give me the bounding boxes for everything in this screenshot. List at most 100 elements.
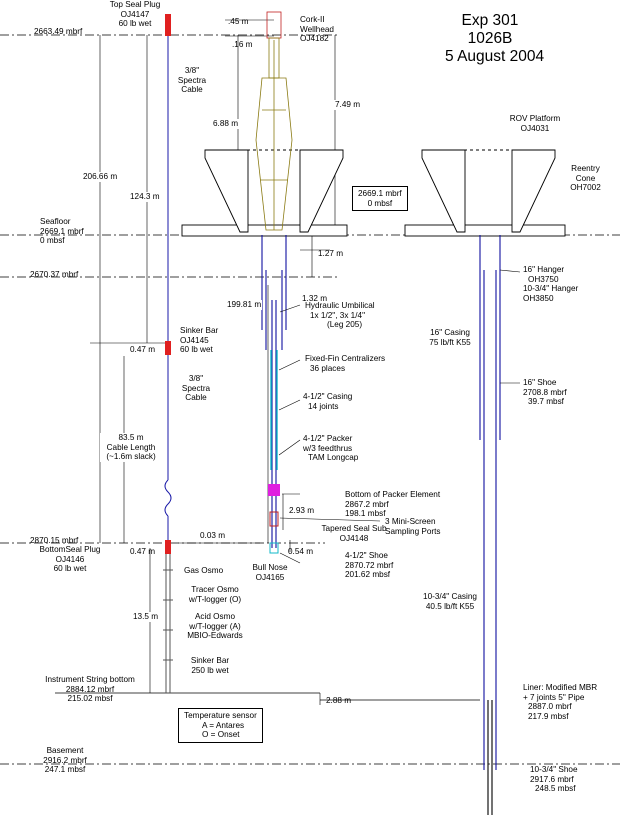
casing1034-spec: 40.5 lb/ft K55 bbox=[425, 601, 475, 611]
dim-016: .16 m bbox=[232, 40, 253, 49]
sinker-bar-weight: 60 lb wet bbox=[180, 345, 213, 355]
dim-047b: 0.47 m bbox=[130, 547, 156, 556]
sinker-bar-id: OJ4145 bbox=[180, 335, 209, 345]
temp-sensor-title: Temperature sensor bbox=[184, 711, 257, 720]
dim-045: .45 m bbox=[228, 17, 249, 26]
liner-label: Liner: Modified MBR + 7 joints 5" Pipe 2… bbox=[523, 683, 597, 721]
bottom-seal-title: BottomSeal Plug bbox=[39, 545, 101, 554]
screen-section bbox=[270, 350, 278, 470]
sinker-bar-label: Sinker Bar OJ4145 60 lb wet bbox=[180, 326, 218, 355]
sinker-250-label: Sinker Bar 250 lb wet bbox=[180, 656, 240, 675]
casing16-spec: 75 lb/ft K55 bbox=[429, 337, 471, 347]
dim-127: 1.27 m bbox=[318, 249, 344, 258]
dim-206: 206.66 m bbox=[82, 172, 119, 182]
hanger-label: 16" Hanger OH3750 10-3/4" Hanger OH3850 bbox=[523, 265, 578, 303]
basement-mbrf: 2916.2 mbrf bbox=[43, 755, 87, 765]
umbilical-label: Hydraulic Umbilical 1x 1/2", 3x 1/4" (Le… bbox=[305, 301, 375, 330]
cable-mid-label: 3/8" Spectra Cable bbox=[176, 374, 216, 403]
seal-sub bbox=[269, 511, 279, 527]
dim-19981: 199.81 m bbox=[226, 300, 263, 310]
hanger16-title: 16" Hanger bbox=[523, 265, 565, 274]
rov-title: ROV Platform bbox=[509, 114, 561, 123]
dim-003: 0.03 m bbox=[200, 531, 226, 540]
liner-title: Liner: Modified MBR bbox=[523, 683, 598, 692]
sinker-250-title: Sinker Bar bbox=[190, 656, 230, 665]
dim-293: 2.93 m bbox=[288, 506, 316, 516]
seafloor-mbrf: 2669.1 mbrf bbox=[40, 226, 84, 236]
plug-level-label: 2870.15 mbrf bbox=[30, 536, 79, 545]
dim-749: 7.49 m bbox=[334, 100, 362, 110]
instrument-bottom-mbsf: 215.02 mbsf bbox=[67, 694, 113, 704]
reentry-cone-label: Reentry Cone OH7002 bbox=[563, 164, 608, 193]
bullnose-label: Bull Nose OJ4165 bbox=[245, 563, 295, 582]
bullnose-title: Bull Nose bbox=[252, 563, 288, 572]
sinker-250-weight: 250 lb wet bbox=[191, 665, 229, 675]
cable-slack bbox=[164, 479, 172, 517]
packer-feedthru: w/3 feedthrus bbox=[303, 443, 353, 453]
instrument-bottom-mbrf: 2884.12 mbrf bbox=[65, 684, 115, 694]
shoe412-label: 4-1/2" Shoe 2870.72 mbrf 201.62 mbsf bbox=[345, 551, 393, 580]
gas-osmo-label: Gas Osmo bbox=[184, 566, 224, 575]
cable-mid-type: Spectra bbox=[181, 383, 211, 393]
hanger1034-title: 10-3/4" Hanger bbox=[523, 284, 579, 294]
shoe1034-label: 10-3/4" Shoe 2917.6 mbrf 248.5 mbsf bbox=[530, 765, 578, 794]
dim-288: 2.88 m bbox=[326, 696, 352, 705]
centralizers-count: 36 places bbox=[310, 363, 346, 373]
casing-right bbox=[479, 235, 501, 815]
casing16-label: 16" Casing 75 lb/ft K55 bbox=[420, 328, 480, 347]
acid-osmo-logger: w/T-logger (A) bbox=[189, 621, 241, 631]
dim-135: 13.5 m bbox=[132, 612, 160, 622]
dim-835-slack: (~1.6m slack) bbox=[106, 452, 156, 462]
sealsub-id: OJ4148 bbox=[339, 533, 369, 543]
shoe1034-mbrf: 2917.6 mbrf bbox=[530, 774, 574, 784]
temp-sensor-antares: A = Antares bbox=[202, 720, 245, 730]
shoe16-mbsf: 39.7 mbsf bbox=[528, 397, 564, 407]
instrument-bottom-title: Instrument String bottom bbox=[45, 675, 135, 684]
packer-element bbox=[268, 484, 280, 496]
dim-835: 83.5 m Cable Length (~1.6m slack) bbox=[100, 433, 162, 462]
top-seal-title: Top Seal Plug bbox=[109, 0, 161, 9]
bottom-seal-plug-mark bbox=[165, 540, 171, 554]
rov-id: OJ4031 bbox=[520, 123, 550, 133]
bull-nose bbox=[269, 542, 279, 554]
acid-osmo-owner: MBIO-Edwards bbox=[187, 631, 243, 641]
date: 5 August 2004 bbox=[445, 48, 545, 65]
miniscreen-ports: Sampling Ports bbox=[385, 526, 441, 536]
seafloor-mbsf: 0 mbsf bbox=[40, 236, 65, 246]
centralizers-title: Fixed-Fin Centralizers bbox=[305, 354, 386, 363]
packer-title: 4-1/2" Packer bbox=[303, 434, 353, 443]
shoe16-label: 16" Shoe 2708.8 mbrf 39.7 mbsf bbox=[523, 378, 567, 407]
basement-label: Basement 2916.2 mbrf 247.1 mbsf bbox=[30, 746, 100, 775]
casing412-title: 4-1/2" Casing bbox=[303, 392, 353, 401]
top-seal-plug-mark bbox=[165, 14, 171, 36]
sinker-bar-mark bbox=[165, 341, 171, 355]
shoe412-mbsf: 201.62 mbsf bbox=[345, 570, 391, 580]
cable-top-name: Cable bbox=[181, 85, 203, 95]
tracer-osmo-title: Tracer Osmo bbox=[191, 585, 239, 594]
shoe16-title: 16" Shoe bbox=[523, 378, 557, 387]
shoe1034-mbsf: 248.5 mbsf bbox=[535, 784, 576, 794]
hanger1034-id: OH3850 bbox=[523, 293, 554, 303]
liner-mbsf: 217.9 mbsf bbox=[528, 711, 569, 721]
bottom-seal-plug-label: BottomSeal Plug OJ4146 60 lb wet bbox=[30, 545, 110, 574]
tracer-osmo-logger: w/T-logger (O) bbox=[188, 594, 242, 604]
bottom-seal-weight: 60 lb wet bbox=[53, 564, 87, 574]
seafloor-ref-mbsf: 0 mbsf bbox=[367, 198, 393, 208]
rov-platform-label: ROV Platform OJ4031 bbox=[505, 114, 565, 133]
expedition-title: Exp 301 1026B 5 August 2004 bbox=[445, 12, 545, 66]
shoe412-mbrf: 2870.72 mbrf bbox=[345, 560, 394, 570]
seafloor-ref-mbrf: 2669.1 mbrf bbox=[358, 189, 402, 198]
umbilical-title: Hydraulic Umbilical bbox=[305, 301, 375, 310]
liner-mbrf: 2887.0 mbrf bbox=[528, 702, 572, 712]
casing1034-label: 10-3/4" Casing 40.5 lb/ft K55 bbox=[415, 592, 485, 611]
umbilical-spec: 1x 1/2", 3x 1/4" bbox=[310, 310, 365, 320]
bullnose-id: OJ4165 bbox=[255, 572, 285, 582]
dim-132: 1.32 m bbox=[302, 294, 328, 303]
miniscreen-label: 3 Mini-Screen Sampling Ports bbox=[385, 517, 441, 536]
pointer-lines bbox=[278, 269, 521, 564]
packer-bottom-mbsf: 198.1 mbsf bbox=[345, 509, 386, 519]
seafloor-title: Seafloor bbox=[40, 217, 71, 226]
shoe1034-title: 10-3/4" Shoe bbox=[530, 765, 578, 774]
casing412-label: 4-1/2" Casing 14 joints bbox=[303, 392, 352, 411]
